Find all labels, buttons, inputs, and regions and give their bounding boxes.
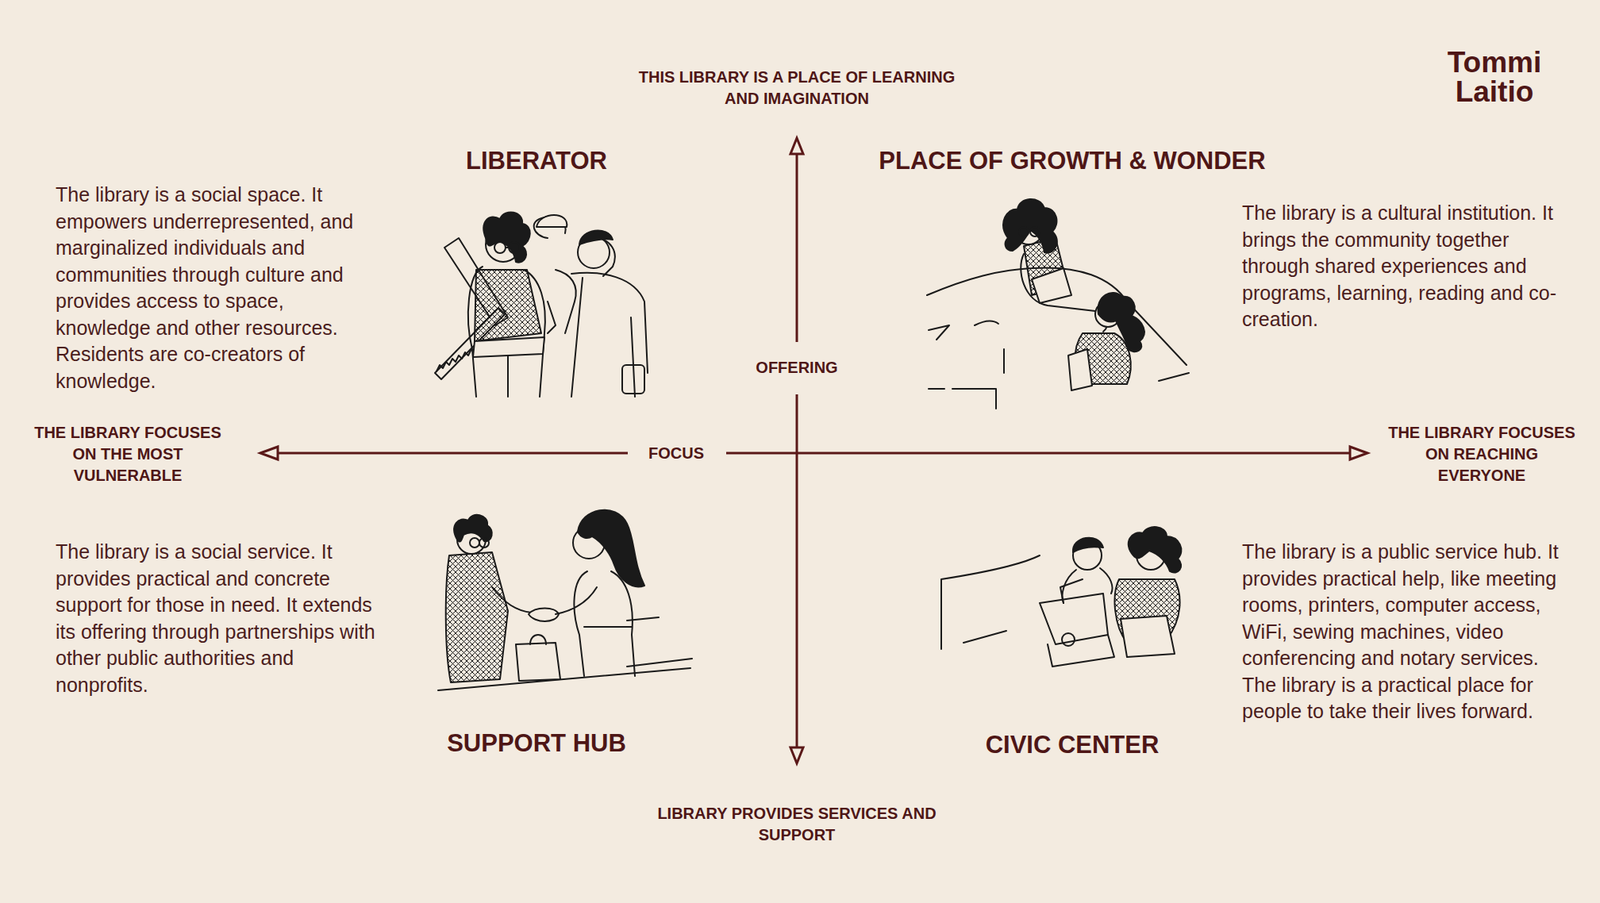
civic-illustration-part xyxy=(1128,526,1182,573)
support-illustration-part xyxy=(515,642,561,681)
growth-illustration-part xyxy=(1031,268,1072,304)
support-illustration-part xyxy=(530,634,547,645)
quadrant-description: The library is a cultural institution. I… xyxy=(1242,200,1576,334)
growth-illustration-part xyxy=(926,267,1187,366)
axis-label: THE LIBRARY FOCUSES ON THE MOST VULNERAB… xyxy=(24,422,231,487)
growth-illustration-part xyxy=(1158,373,1189,381)
liberator-illustration-part xyxy=(468,266,546,397)
support-illustration-part xyxy=(528,608,559,623)
quadrant-heading: SUPPORT HUB xyxy=(377,728,696,758)
growth-illustration-part xyxy=(1098,292,1145,352)
liberator-illustration-part xyxy=(547,269,577,334)
growth-illustration-part xyxy=(928,320,999,340)
liberator-illustration-part xyxy=(622,365,645,394)
quadrant-heading: LIBERATOR xyxy=(377,146,696,176)
quadrant-heading: CIVIC CENTER xyxy=(834,730,1311,760)
quadrant-description: The library is a social space. It empowe… xyxy=(55,181,381,395)
support-illustration-part xyxy=(555,571,635,677)
civic-illustration-part xyxy=(1120,615,1175,658)
arrowhead xyxy=(790,747,804,764)
growth-illustration-part xyxy=(1068,349,1093,391)
author-logo: Tommi Laitio xyxy=(1438,47,1550,107)
support-illustration-part xyxy=(492,587,532,613)
civic-illustration-part xyxy=(941,555,1040,650)
civic-illustration xyxy=(941,526,1181,667)
liberator-illustration-part xyxy=(508,242,520,254)
liberator-illustration-part xyxy=(505,246,509,249)
liberator-illustration-part xyxy=(473,337,545,358)
axis-name: OFFERING xyxy=(717,357,877,377)
support-illustration-part xyxy=(469,538,480,548)
growth-illustration xyxy=(926,199,1189,409)
axis-label: LIBRARY PROVIDES SERVICES AND SUPPORT xyxy=(630,803,964,847)
liberator-illustration-part xyxy=(571,273,648,397)
arrowhead xyxy=(260,446,278,460)
support-illustration-part xyxy=(446,552,508,683)
axis-line xyxy=(796,147,799,343)
axes xyxy=(260,138,1368,764)
growth-illustration-part xyxy=(1019,226,1029,237)
axis-label: THIS LIBRARY IS A PLACE OF LEARNING AND … xyxy=(630,66,964,110)
axis-label: THE LIBRARY FOCUSES ON REACHING EVERYONE xyxy=(1382,422,1581,487)
support-illustration-part xyxy=(577,510,645,588)
axis-line xyxy=(269,452,628,455)
growth-illustration-part xyxy=(1030,226,1040,237)
quadrant-description: The library is a public service hub. It … xyxy=(1242,538,1576,726)
arrowhead xyxy=(1350,446,1368,460)
axis-line xyxy=(796,394,799,754)
arrowhead xyxy=(790,138,804,154)
support-illustration xyxy=(438,510,693,691)
civic-illustration-part xyxy=(1062,568,1113,604)
growth-illustration-part xyxy=(1003,199,1058,254)
liberator-illustration-part xyxy=(483,211,530,262)
liberator-illustration-part xyxy=(474,269,542,342)
support-illustration-part xyxy=(479,538,489,548)
civic-illustration-part xyxy=(1047,634,1115,667)
civic-illustration-part xyxy=(1061,633,1075,647)
liberator-illustration-part xyxy=(494,242,506,254)
quadrant-description: The library is a social service. It prov… xyxy=(55,538,389,699)
support-illustration-part xyxy=(584,626,632,628)
axis-line xyxy=(726,452,1358,455)
civic-illustration-part xyxy=(1073,538,1104,553)
civic-illustration-part xyxy=(1060,579,1083,604)
axis-name: FOCUS xyxy=(636,443,716,463)
liberator-illustration-part xyxy=(536,215,567,227)
liberator-illustration xyxy=(434,211,648,397)
quadrant-heading: PLACE OF GROWTH & WONDER xyxy=(834,146,1311,176)
growth-illustration-part xyxy=(928,349,1004,409)
liberator-illustration-part xyxy=(579,230,613,245)
